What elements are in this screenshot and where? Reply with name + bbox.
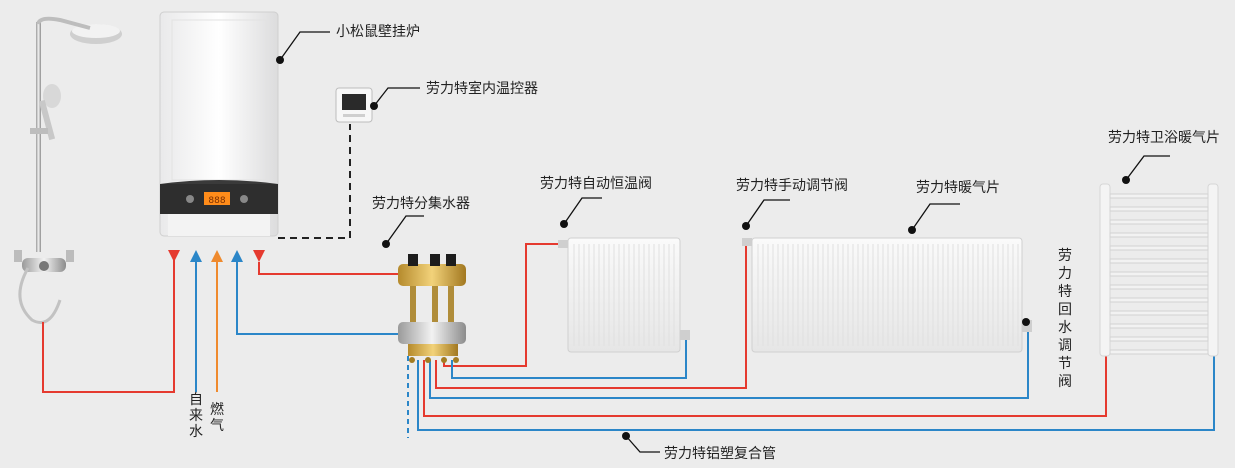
towel-bar — [1109, 193, 1209, 199]
pipe-towel-return — [417, 356, 1215, 431]
svg-text:自: 自 — [189, 392, 203, 408]
svg-text:力: 力 — [1058, 266, 1072, 282]
arrow-up-return — [231, 250, 243, 262]
radiator-2 — [742, 237, 1032, 353]
towel-bar — [1109, 219, 1209, 225]
towel-bar — [1109, 310, 1209, 316]
svg-text:水: 水 — [189, 424, 203, 440]
towel-bar — [1109, 271, 1209, 277]
svg-text:水: 水 — [1058, 320, 1072, 336]
svg-text:调: 调 — [1058, 338, 1072, 354]
label-tap-water: 自 来 水 — [189, 392, 203, 440]
towel-bar — [1109, 297, 1209, 303]
pipe-boiler-supply — [258, 262, 400, 275]
label-boiler: 小松鼠壁挂炉 — [336, 24, 420, 40]
boiler-knob-left — [186, 195, 194, 203]
label-thermostatic-valve: 劳力特自动恒温阀 — [540, 176, 652, 192]
flow-arrows — [168, 250, 265, 262]
thermostat-screen — [342, 94, 366, 110]
pipe-towel-supply — [423, 356, 1107, 417]
towel-bar — [1109, 258, 1209, 264]
towel-bar — [1109, 206, 1209, 212]
shower-rail — [36, 22, 41, 252]
manual-valve — [742, 238, 752, 246]
arrow-up-gas — [211, 250, 223, 262]
label-thermostat: 劳力特室内温控器 — [426, 80, 538, 97]
svg-text:来: 来 — [189, 408, 203, 424]
towel-bar — [1109, 349, 1209, 355]
radiator-1 — [558, 237, 690, 353]
leader-manual-valve — [745, 199, 790, 227]
label-return-valve: 劳 力 特 回 水 调 节 阀 — [1058, 248, 1072, 390]
svg-text:气: 气 — [210, 418, 224, 434]
pipe-shower-hot — [42, 258, 175, 393]
leader-pipe — [625, 435, 660, 453]
hand-shower — [43, 84, 61, 108]
boiler-knob-right — [240, 195, 248, 203]
svg-text:阀: 阀 — [1058, 374, 1072, 390]
manifold-supply-bar — [398, 264, 466, 286]
svg-text:节: 节 — [1058, 356, 1072, 372]
towel-bar — [1109, 284, 1209, 290]
pipes — [42, 243, 1215, 438]
label-manifold: 劳力特分集水器 — [372, 195, 470, 212]
label-bathroom-radiator: 劳力特卫浴暖气片 — [1108, 130, 1220, 146]
leaders — [279, 31, 1170, 453]
towel-bar — [1109, 323, 1209, 329]
arrow-down-supply — [253, 250, 265, 262]
leader-thermostat — [373, 87, 420, 107]
boiler-display — [204, 192, 230, 205]
label-pipe: 劳力特铝塑复合管 — [664, 445, 776, 462]
towel-bar — [1109, 232, 1209, 238]
leader-thermostatic-valve — [563, 197, 602, 225]
manifold-return-bar — [398, 322, 466, 344]
pipe-boiler-return — [236, 262, 400, 335]
label-gas: 燃 气 — [210, 401, 224, 434]
arrow-down-hot-shower — [168, 250, 180, 262]
label-manual-valve: 劳力特手动调节阀 — [736, 178, 848, 194]
shower-fixture — [14, 16, 122, 324]
return-valve — [1022, 320, 1032, 332]
boiler: 888 — [159, 11, 279, 237]
arrow-up-tap-water — [190, 250, 202, 262]
pipe-radiator1-return — [451, 340, 687, 379]
manifold — [398, 254, 466, 363]
svg-text:燃: 燃 — [210, 401, 224, 418]
leader-radiator — [911, 203, 960, 231]
leader-dots — [276, 56, 1130, 440]
boiler-display-text: 888 — [208, 196, 225, 206]
shower-hose — [18, 267, 62, 324]
pipe-radiator1-supply — [443, 243, 562, 367]
pipe-radiator2-supply — [435, 244, 747, 389]
label-radiator: 劳力特暖气片 — [916, 180, 1000, 196]
pipe-radiator2-return — [429, 330, 1029, 399]
thermostat-cable — [278, 124, 351, 239]
svg-text:劳: 劳 — [1058, 248, 1072, 264]
leader-boiler — [279, 31, 330, 61]
towel-radiator — [1099, 183, 1219, 357]
svg-text:回: 回 — [1058, 302, 1072, 318]
svg-text:特: 特 — [1058, 284, 1072, 300]
leader-towel-radiator — [1125, 155, 1170, 181]
thermostatic-valve — [558, 240, 568, 248]
towel-bar — [1109, 245, 1209, 251]
leader-manifold — [385, 215, 424, 245]
towel-bar — [1109, 336, 1209, 342]
room-thermostat — [335, 87, 373, 123]
